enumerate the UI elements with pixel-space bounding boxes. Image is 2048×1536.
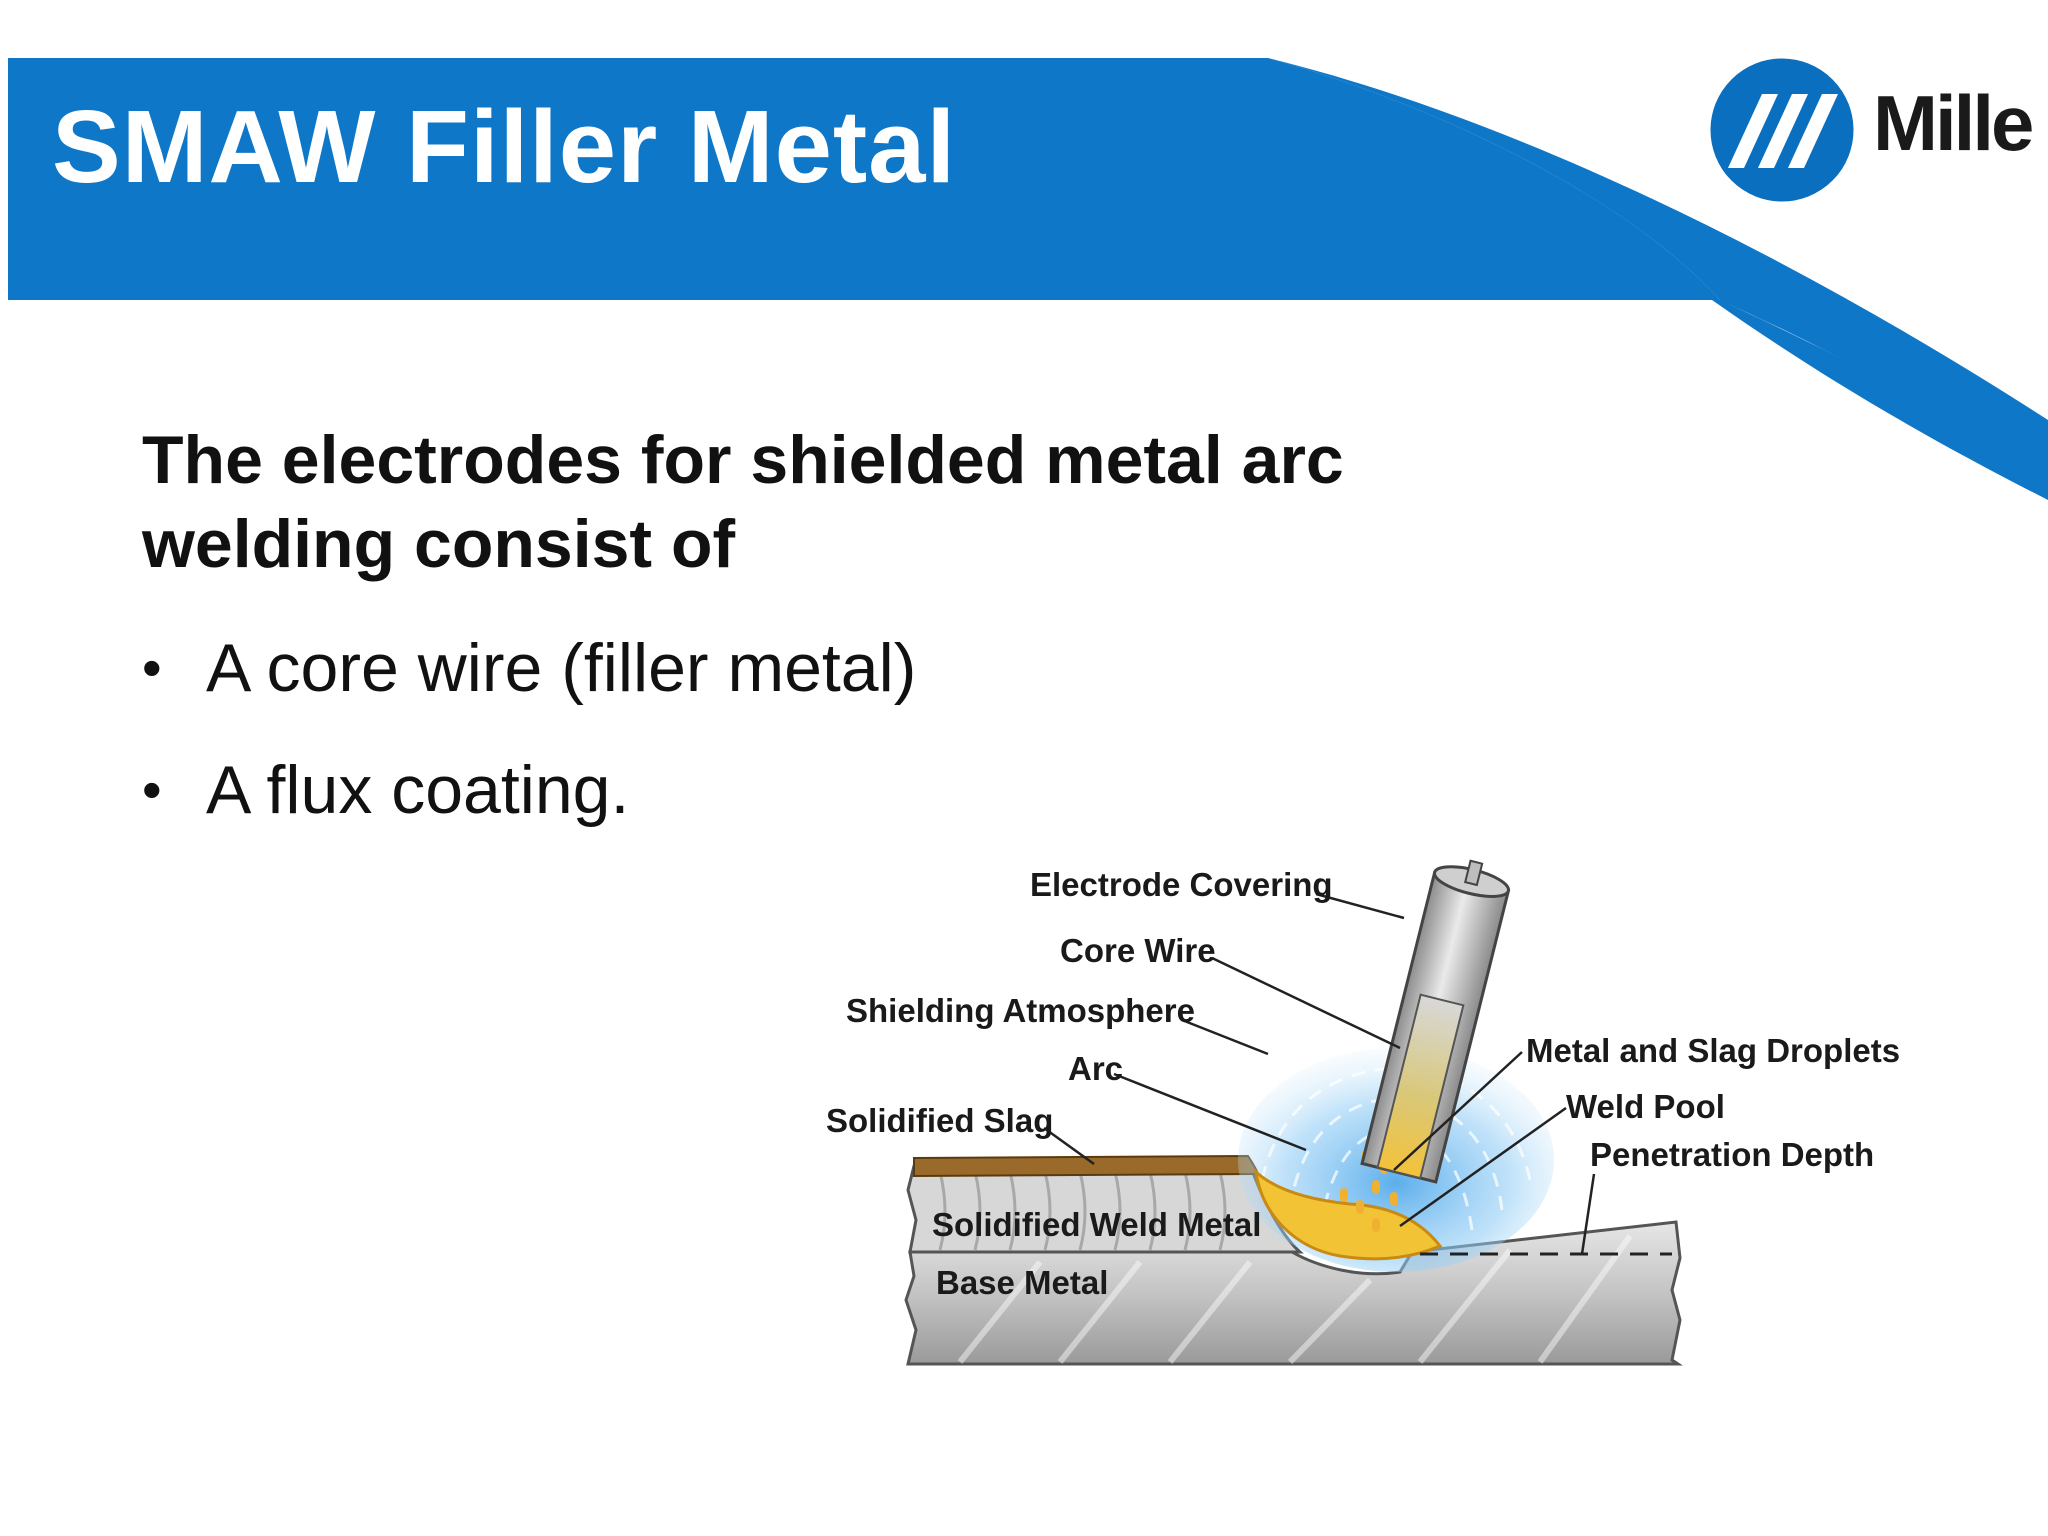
label-solidified-slag: Solidified Slag	[826, 1102, 1053, 1139]
label-penetration-depth: Penetration Depth	[1590, 1136, 1874, 1173]
leader-lines	[1043, 892, 1596, 1255]
base-metal-texture	[957, 1234, 1633, 1365]
weld-pool	[1253, 1168, 1443, 1261]
label-weld-pool: Weld Pool	[1566, 1088, 1725, 1125]
banner-blue-band	[8, 58, 1720, 300]
bullet-dot: •	[142, 636, 162, 699]
label-arc: Arc	[1068, 1050, 1123, 1087]
bullet-text: A flux coating.	[206, 752, 630, 828]
label-solidified-weld-metal: Solidified Weld Metal	[932, 1206, 1261, 1243]
miller-stripes-icon	[1705, 53, 1859, 207]
intro-text: The electrodes for shielded metal arc we…	[142, 422, 1344, 582]
base-metal-plate	[904, 1220, 1683, 1366]
bullet-dot: •	[142, 758, 162, 821]
electrode	[1360, 859, 1511, 1184]
bullet-item-core-wire: • A core wire (filler metal)	[142, 628, 916, 708]
label-core-wire: Core Wire	[1060, 932, 1216, 969]
bullet-item-flux-coating: • A flux coating.	[142, 750, 916, 830]
label-metal-slag-droplets: Metal and Slag Droplets	[1526, 1032, 1900, 1069]
banner-swoosh-tail	[1712, 300, 2048, 500]
slide-title: SMAW Filler Metal	[52, 89, 957, 204]
miller-logo-text: Mille	[1873, 79, 2034, 167]
bullet-text: A core wire (filler metal)	[206, 630, 917, 706]
bullet-list: • A core wire (filler metal) • A flux co…	[142, 628, 916, 872]
label-base-metal: Base Metal	[936, 1264, 1108, 1301]
weld-ripple-texture	[938, 1171, 1227, 1251]
label-electrode-covering: Electrode Covering	[1030, 866, 1333, 903]
label-shielding-atmosphere: Shielding Atmosphere	[846, 992, 1195, 1029]
title-banner	[8, 53, 2048, 500]
